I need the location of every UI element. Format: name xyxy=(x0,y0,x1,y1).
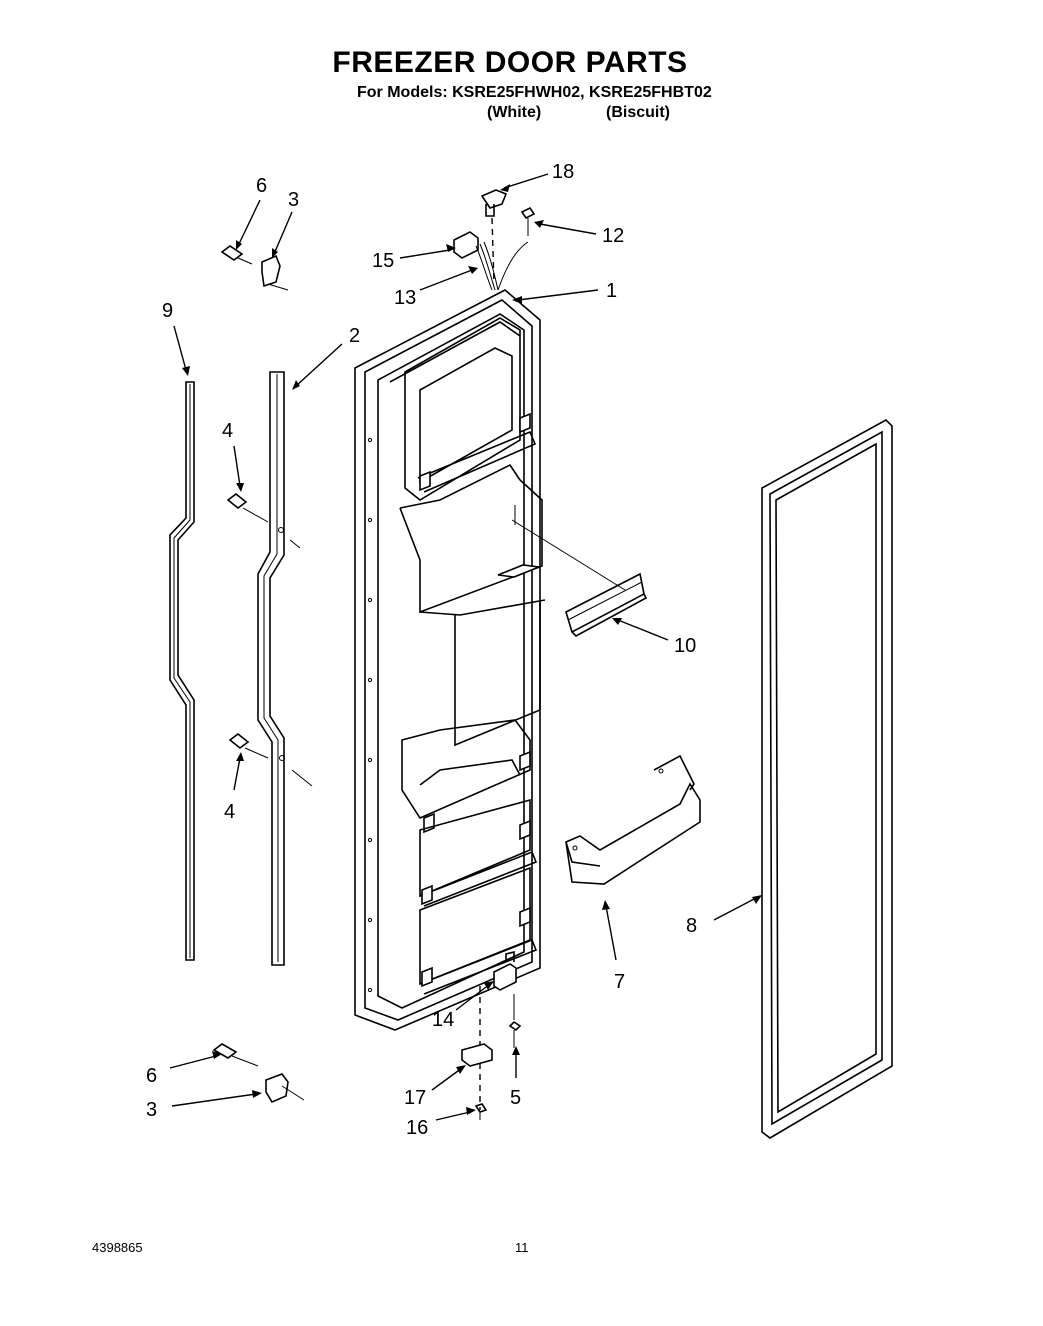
callout-3-bottom: 3 xyxy=(146,1099,157,1121)
callout-6-bottom: 6 xyxy=(146,1065,157,1087)
leader-lines xyxy=(169,173,762,1121)
callout-2: 2 xyxy=(349,325,360,347)
page-number: 11 xyxy=(515,1240,529,1255)
part-5-screw xyxy=(508,1020,522,1048)
page-title: FREEZER DOOR PARTS xyxy=(332,46,688,79)
part-7-bin xyxy=(565,754,701,885)
callout-8: 8 xyxy=(686,915,697,937)
variant-white: (White) xyxy=(487,104,542,121)
callout-18: 18 xyxy=(552,161,574,183)
part-15-connector xyxy=(453,231,479,259)
part-6-screw-bottom xyxy=(212,1043,259,1067)
part-3-cap-bottom xyxy=(265,1073,305,1104)
callout-1: 1 xyxy=(606,280,617,302)
callout-9: 9 xyxy=(162,300,173,322)
screw-4-bottom xyxy=(228,732,269,759)
part-16-screw xyxy=(474,1103,488,1120)
callout-17: 17 xyxy=(404,1087,426,1109)
part-17-hinge xyxy=(461,1043,493,1067)
callout-10: 10 xyxy=(674,635,696,657)
part-8-gasket xyxy=(761,419,893,1139)
part-6-screw-top xyxy=(220,245,253,265)
document-number: 4398865 xyxy=(92,1240,143,1255)
part-2-strip xyxy=(257,371,285,966)
part-10-bracket xyxy=(565,572,648,637)
models-line: For Models: KSRE25FHWH02, KSRE25FHBT02 xyxy=(357,84,712,101)
part-13-wires xyxy=(475,241,529,291)
part-12-screw xyxy=(520,206,536,236)
callout-6-top: 6 xyxy=(256,175,267,197)
callout-5: 5 xyxy=(510,1087,521,1109)
callout-15: 15 xyxy=(372,250,394,272)
screw-4-top xyxy=(226,492,269,523)
variant-biscuit: (Biscuit) xyxy=(606,104,670,121)
callout-7: 7 xyxy=(614,971,625,993)
liner-fastener-dots xyxy=(367,437,373,993)
callout-4-bottom: 4 xyxy=(224,801,235,823)
part-3-cap-top xyxy=(261,254,289,291)
callout-14: 14 xyxy=(432,1009,454,1031)
part-18-plug xyxy=(480,189,508,217)
callout-12: 12 xyxy=(602,225,624,247)
callout-3-top: 3 xyxy=(288,189,299,211)
callout-16: 16 xyxy=(406,1117,428,1139)
part-9-strip xyxy=(169,381,195,961)
callout-4-top: 4 xyxy=(222,420,233,442)
part-1-door-liner xyxy=(354,289,546,1031)
callout-13: 13 xyxy=(394,287,416,309)
part-14-hinge-pin xyxy=(493,950,517,991)
